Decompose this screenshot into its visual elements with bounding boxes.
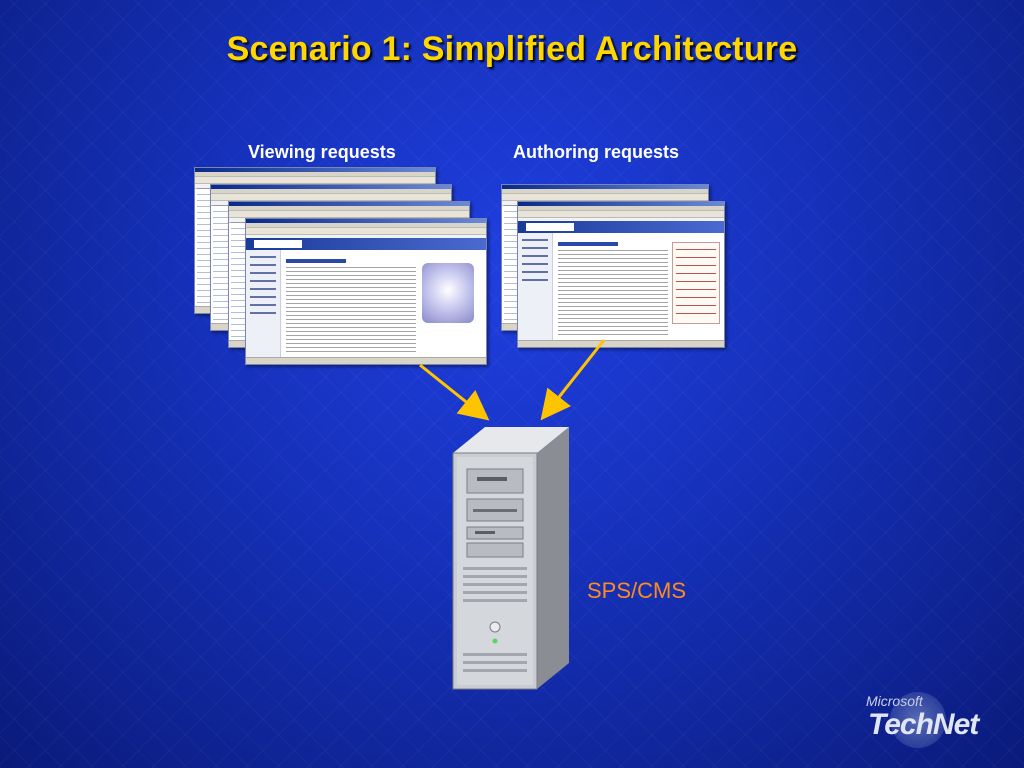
contoso-logo-icon	[254, 240, 302, 248]
technet-globe-icon	[890, 692, 946, 748]
sps-cms-label: SPS/CMS	[587, 578, 687, 603]
authoring-arrow	[540, 339, 606, 421]
contoso-logo-icon	[526, 223, 574, 231]
microsoft-technet-logo: Microsoft TechNet	[862, 688, 1002, 756]
logo-brand-text: Microsoft	[866, 693, 923, 709]
viewing-requests-label: Viewing requests	[248, 142, 396, 162]
logo-product-text: TechNet	[868, 708, 979, 741]
authoring-portal-window	[517, 201, 725, 348]
product-image-icon	[422, 263, 474, 323]
viewing-arrow	[419, 363, 490, 421]
contoso-portal-window	[245, 218, 487, 365]
slide-title: Scenario 1: Simplified Architecture	[226, 30, 798, 68]
server-icon	[452, 427, 569, 690]
authoring-requests-label: Authoring requests	[513, 142, 680, 162]
